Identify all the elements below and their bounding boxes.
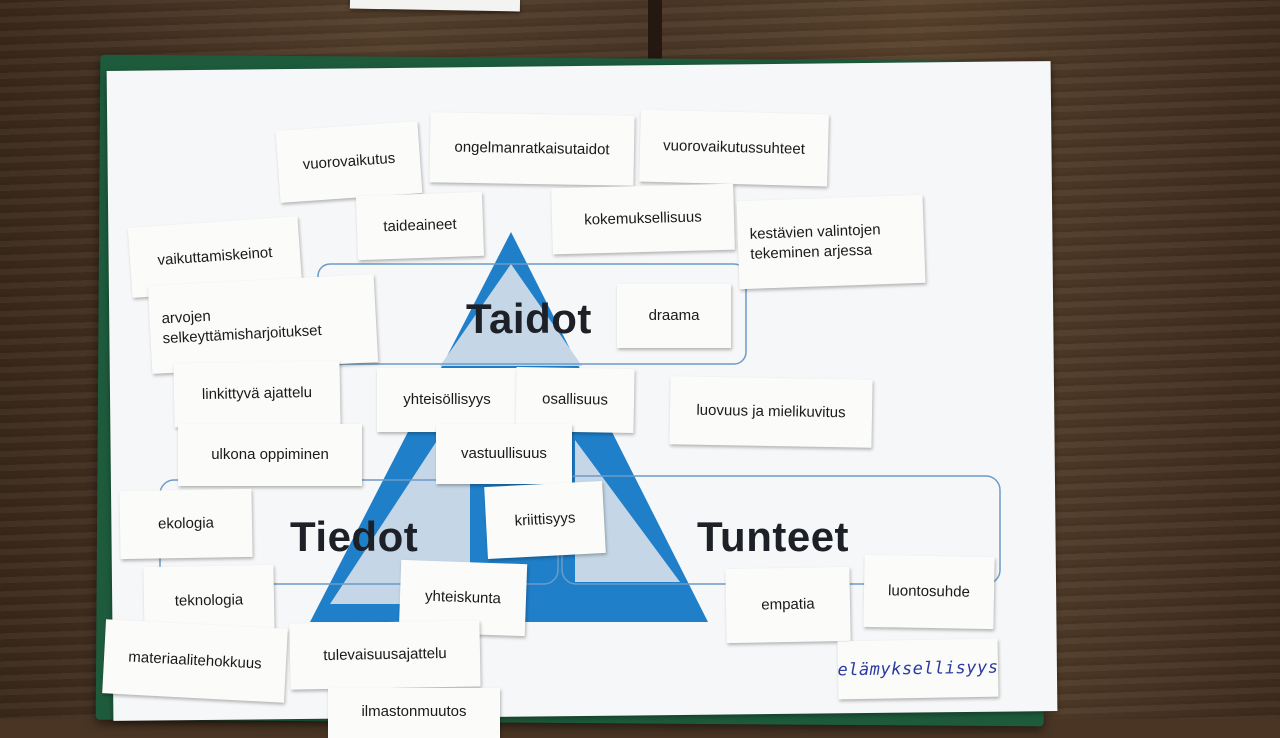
card-taideaineet[interactable]: taideaineet — [355, 191, 485, 261]
card-vuorovaikutussuhteet[interactable]: vuorovaikutussuhteet — [639, 109, 829, 187]
heading-tunteet: Tunteet — [697, 513, 850, 560]
card-luontosuhde[interactable]: luontosuhde — [863, 554, 995, 630]
heading-tiedot: Tiedot — [290, 513, 419, 560]
card-kokemuksellisuus[interactable]: kokemuksellisuus — [551, 183, 735, 255]
card-arvojen-selkeyttamisharjoitukset[interactable]: arvojen selkeyttämisharjoitukset — [147, 274, 379, 374]
card-ongelmanratkaisutaidot[interactable]: ongelmanratkaisutaidot — [429, 112, 635, 186]
card-ilmastonmuutos[interactable]: ilmastonmuutos — [328, 688, 500, 738]
card-materiaalitehokkuus[interactable]: materiaalitehokkuus — [102, 619, 288, 703]
card-vuorovaikutus[interactable]: vuorovaikutus — [275, 121, 423, 203]
card-linkittyva-ajattelu[interactable]: linkittyvä ajattelu — [173, 360, 341, 428]
card-draama[interactable]: draama — [617, 284, 731, 348]
card-vastuullisuus[interactable]: vastuullisuus — [436, 424, 572, 484]
card-yhteisollisyys[interactable]: yhteisöllisyys — [377, 368, 517, 432]
card-kriittisyys[interactable]: kriittisyys — [484, 480, 606, 560]
card-empatia[interactable]: empatia — [725, 566, 851, 644]
card-kestavien-valintojen[interactable]: kestävien valintojen tekeminen arjessa — [736, 194, 926, 290]
card-tulevaisuusajattelu[interactable]: tulevaisuusajattelu — [289, 620, 481, 690]
card-ulkona-oppiminen[interactable]: ulkona oppiminen — [178, 424, 362, 486]
card-ekologia[interactable]: ekologia — [119, 488, 253, 560]
card-elamyksellisyys[interactable]: elämyksellisyys — [837, 638, 999, 700]
card-luovuus-ja-mielikuvitus[interactable]: luovuus ja mielikuvitus — [669, 376, 873, 448]
heading-taidot: Taidot — [466, 295, 592, 342]
pyramid-top — [440, 264, 582, 366]
